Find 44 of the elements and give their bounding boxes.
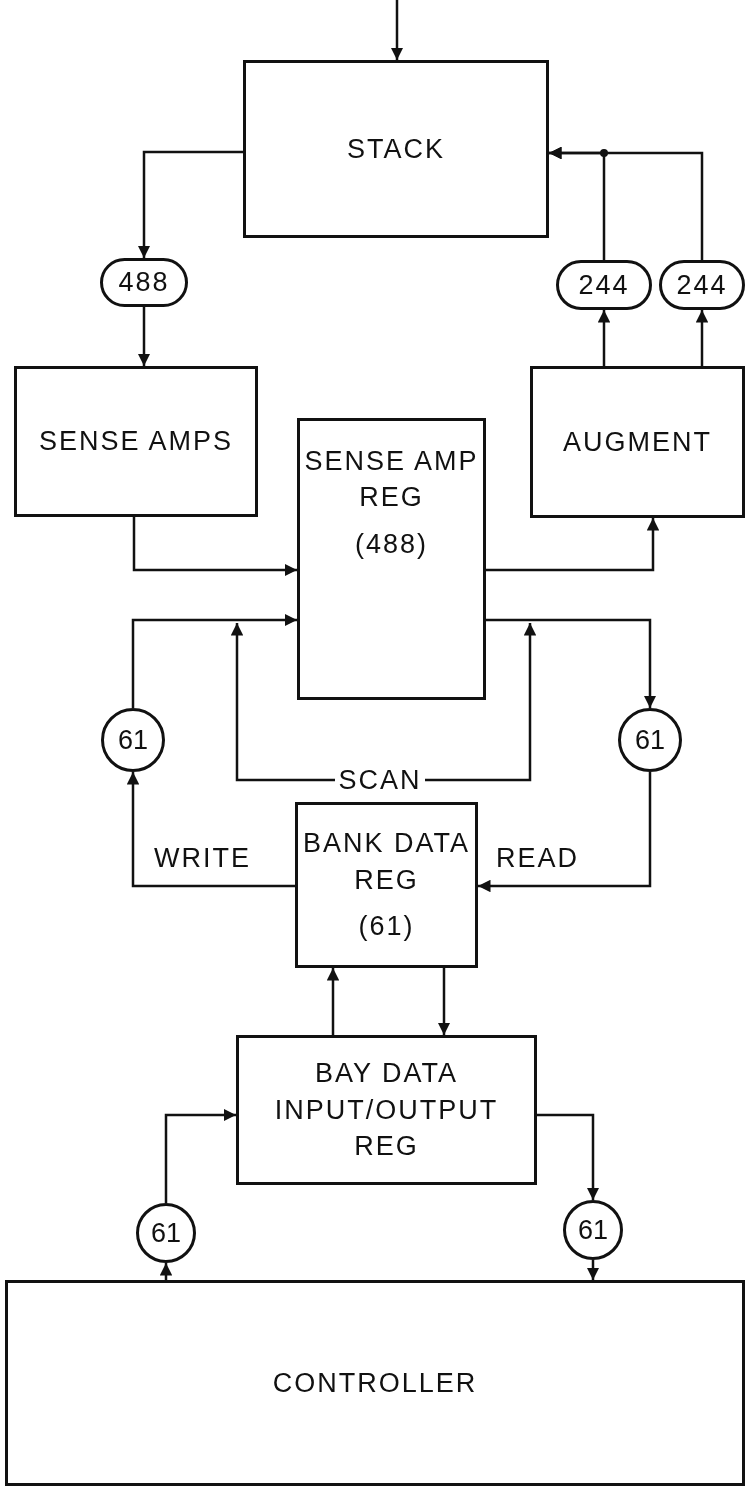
arrow (137, 307, 151, 366)
process-box (243, 60, 549, 238)
bit-width: (61) (358, 910, 415, 944)
arrow (131, 613, 297, 708)
count-circle: 61 (136, 1203, 196, 1263)
arrow (390, 0, 404, 60)
arrow (159, 1263, 173, 1280)
process-box (295, 802, 478, 968)
arrow (597, 310, 611, 366)
arrow (486, 518, 660, 572)
count-badge: 244 (556, 260, 652, 310)
count-circle: 61 (563, 1200, 623, 1260)
process-box (236, 1035, 537, 1185)
process-box (14, 366, 258, 517)
arrow (126, 772, 295, 888)
box-label: BANK DATA REG (302, 827, 471, 897)
box-label: AUGMENT (563, 425, 712, 459)
arrow (326, 968, 340, 1035)
count-circle: 61 (101, 708, 165, 772)
box-label: STACK (347, 132, 445, 166)
box-label: SENSE AMPS (38, 425, 234, 459)
arrow (549, 146, 704, 260)
arrow (132, 517, 297, 577)
box-label: BAY DATA INPUT/OUTPUT REG (273, 1057, 500, 1164)
arrow (230, 623, 335, 782)
count-badge: 488 (100, 258, 188, 307)
bit-width: (488) (355, 527, 428, 561)
box-label: SENSE AMP REG (303, 445, 480, 515)
arrow (695, 310, 709, 366)
arrow (425, 623, 537, 782)
count-circle: 61 (618, 708, 682, 772)
signal-label: SCAN (335, 760, 425, 800)
arrow (137, 150, 243, 258)
arrow (478, 772, 652, 893)
arrow (486, 618, 657, 708)
register-box (297, 418, 486, 700)
process-box (530, 366, 745, 518)
box-label: CONTROLLER (272, 1366, 478, 1400)
arrow (586, 1260, 600, 1280)
arrow (164, 1108, 236, 1203)
process-box (5, 1280, 745, 1486)
arrow (537, 1113, 600, 1200)
count-badge: 244 (659, 260, 745, 310)
arrow (437, 968, 451, 1035)
